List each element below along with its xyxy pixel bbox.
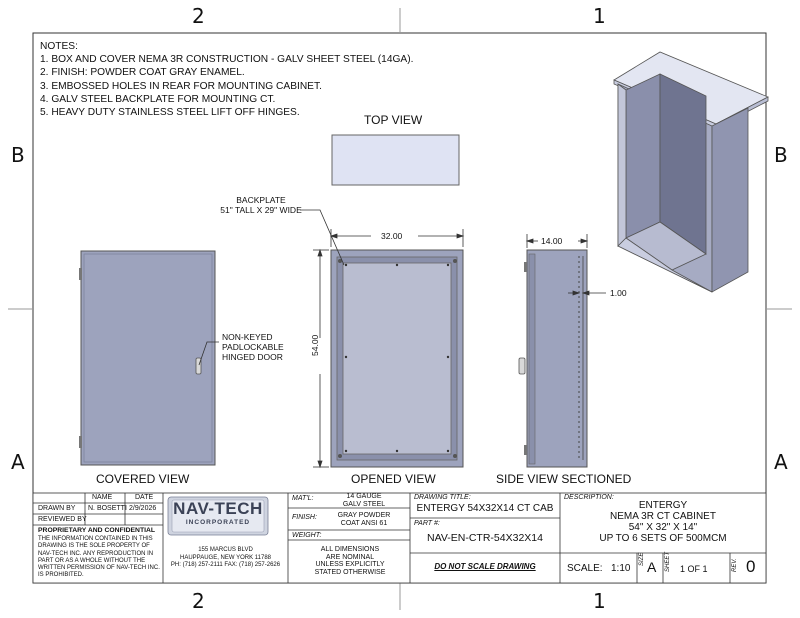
zone-label: A [774,450,788,474]
covered-view-cabinet [79,250,216,466]
zone-label: B [11,143,25,167]
rev-value: 0 [746,557,756,576]
material-label: MAT'L: [292,495,314,502]
zone-label: 1 [593,4,606,28]
finish-label: FINISH: [292,514,317,521]
covered-view-title: COVERED VIEW [96,472,190,486]
zone-label: 2 [192,4,205,28]
backplate-panel [342,262,452,455]
side-view-cabinet [518,249,588,468]
finish-value: GRAY POWDER COAT ANSI 61 [337,512,391,527]
col-name: NAME [92,494,113,501]
depth-dimension [525,234,589,248]
logo-sub: INCORPORATED [185,519,251,526]
opened-view-cabinet [330,249,464,468]
logo-main: NAV-TECH [173,499,263,518]
title-block-grid [32,492,767,584]
drawn-date: 2/9/2026 [129,505,157,512]
part-number: NAV-EN-CTR-54X32X14 [427,532,543,544]
hinge-icon [524,262,527,272]
drawing-title: ENTERGY 54X32X14 CT CAB [416,503,554,514]
depth-dimension-value: 14.00 [541,236,563,246]
door-callout: NON-KEYED PADLOCKABLE HINGED DOOR [222,332,284,362]
door-leader [198,341,219,366]
height-dimension [313,248,329,469]
no-scale-note: DO NOT SCALE DRAWING [434,562,536,571]
offset-dimension [568,290,606,296]
width-dimension-value: 32.00 [381,231,403,241]
side-view-title: SIDE VIEW SECTIONED [496,472,632,486]
material-value: 14 GAUGE GALV STEEL [342,493,386,508]
scale-value: 1:10 [611,563,631,574]
description-label: DESCRIPTION: [564,494,614,501]
opened-view-title: OPENED VIEW [351,472,436,486]
drawn-by-label: DRAWN BY [38,505,76,512]
note-item: 5. HEAVY DUTY STAINLESS STEEL LIFT OFF H… [40,107,300,119]
note-item: 4. GALV STEEL BACKPLATE FOR MOUNTING CT. [40,93,276,105]
offset-dimension-value: 1.00 [610,288,627,298]
note-item: 1. BOX AND COVER NEMA 3R CONSTRUCTION - … [40,54,414,66]
top-view-box [331,134,460,186]
scale-label: SCALE: [567,563,603,574]
notes-block: NOTES: 1. BOX AND COVER NEMA 3R CONSTRUC… [40,40,413,119]
company-address: 155 MARCUS BLVD HAUPPAUGE, NEW YORK 1178… [170,547,281,568]
zone-label: A [11,450,25,474]
isometric-cabinet [613,51,769,293]
hinge-icon [79,268,82,280]
sheet-value: 1 OF 1 [680,564,708,574]
height-dimension-value: 54.00 [310,334,320,356]
note-item: 2. FINISH: POWDER COAT GRAY ENAMEL. [40,67,245,79]
zone-label: 2 [192,589,205,613]
weight-label: WEIGHT: [292,532,322,539]
top-view-title: TOP VIEW [364,113,423,127]
drawn-by-name: N. BOSETTI [88,505,127,512]
proprietary-text: THE INFORMATION CONTAINED IN THIS DRAWIN… [38,536,160,579]
size-value: A [647,559,657,575]
size-label: SIZE [639,552,645,566]
nav-tech-logo [167,496,269,536]
zone-label: 1 [593,589,606,613]
zone-label: B [774,143,788,167]
col-date: DATE [135,494,154,501]
width-dimension [329,229,465,247]
backplate-leader [300,209,345,266]
handle-icon [518,357,526,375]
backplate-callout: BACKPLATE 51" TALL X 29" WIDE [220,195,302,215]
part-number-label: PART #: [414,520,440,527]
notes-title: NOTES: [40,41,78,52]
sheet-label: SHEET [665,551,671,572]
proprietary-title: PROPRIETARY AND CONFIDENTIAL [38,527,156,534]
hinge-icon [524,445,527,455]
dimensions-note: ALL DIMENSIONS ARE NOMINAL UNLESS EXPLIC… [314,546,386,576]
hinge-icon [79,436,82,448]
reviewed-by-label: REVIEWED BY [38,516,87,523]
description: ENTERGY NEMA 3R CT CABINET 54" X 32" X 1… [599,500,727,544]
note-item: 3. EMBOSSED HOLES IN REAR FOR MOUNTING C… [40,80,322,92]
drawing-title-label: DRAWING TITLE: [414,494,471,501]
rev-label: REV. [732,558,738,572]
